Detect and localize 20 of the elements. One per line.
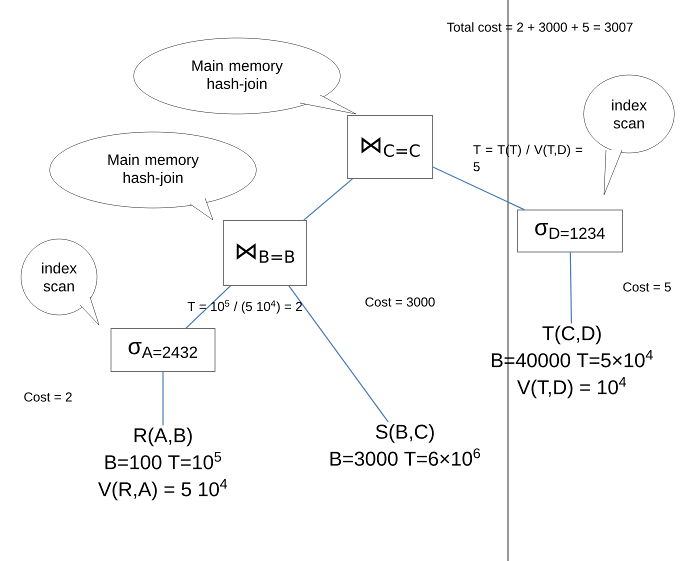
annotation-text: Cost = 5 — [623, 282, 671, 292]
tree-edge — [186, 285, 231, 329]
tree-edge — [570, 252, 572, 324]
speech-bubble: Main memory hash-join — [134, 38, 356, 114]
annotation-text: T = 10$^{5}$ / (5 10$^{4}$) = 2 — [188, 300, 302, 314]
tree-edge — [303, 178, 353, 221]
join-operator-box: ⋈$_{B=B}$ — [223, 220, 307, 286]
speech-bubble: index scan — [20, 238, 100, 326]
tree-edge — [162, 372, 164, 426]
tree-edge — [432, 166, 525, 210]
relation-text: S(B,C) B=3000 T=6×10$^{6}$ — [330, 424, 480, 466]
tree-edge — [288, 286, 389, 422]
join-operator-box: ⋈$_{C=C}$ — [347, 115, 433, 179]
annotation-text: Cost = 3000 — [365, 297, 435, 307]
selection-operator-box: σ$_{D=1234}$ — [517, 210, 623, 252]
relation-text: R(A,B) B=100 T=10$^{5}$ V(R,A) = 5 10$^{4}$ — [98, 428, 228, 500]
speech-bubble: Main memory hash-join — [50, 132, 256, 220]
speech-bubble: index scan — [584, 74, 674, 196]
annotation-text: Cost = 2 — [24, 392, 72, 402]
selection-operator-box: σ$_{A=2432}$ — [110, 328, 216, 372]
